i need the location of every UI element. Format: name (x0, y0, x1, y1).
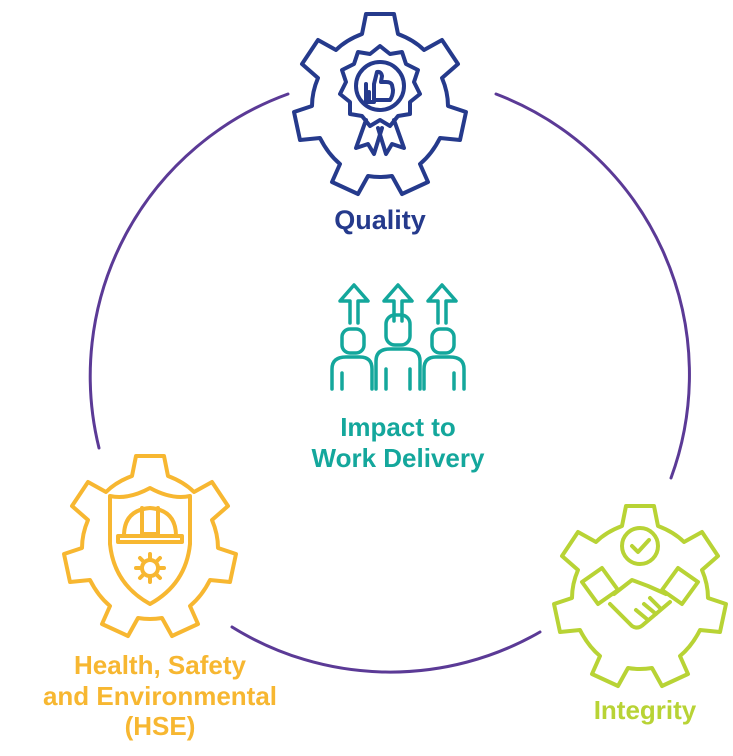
ring-arc-top-left (88, 92, 290, 450)
impact-label-line1: Impact to (340, 412, 456, 442)
ring (88, 92, 691, 674)
impact-label-line2: Work Delivery (311, 442, 485, 473)
team-growth-arrows-icon (330, 283, 466, 391)
integrity-label: Integrity (593, 695, 697, 725)
hse-label: Health, Safety and Environmental (HSE) (0, 650, 320, 742)
quality-label: Quality (334, 205, 426, 235)
quality-icon (292, 12, 468, 196)
handshake-check-gear-icon (552, 504, 728, 688)
hardhat-shield-gear-icon (62, 454, 238, 638)
hse-label-line1: Health, Safety (74, 650, 246, 680)
impact-label: Impact to Work Delivery (268, 412, 528, 473)
ring-arc-top-right (494, 92, 691, 480)
hse-label-line3: (HSE) (124, 711, 196, 742)
ring-arc-bottom (230, 625, 542, 674)
hse-label-line2: and Environmental (42, 680, 278, 711)
